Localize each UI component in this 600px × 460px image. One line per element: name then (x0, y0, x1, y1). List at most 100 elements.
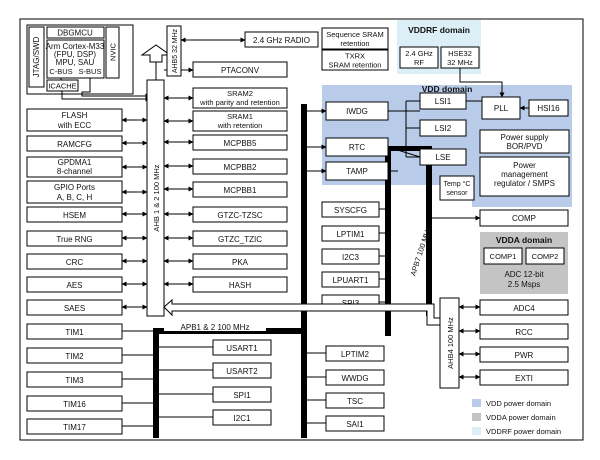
ahb4-label: AHB4 100 MHz (446, 317, 455, 369)
usart2-label: USART2 (226, 367, 258, 376)
exti-label: EXTI (515, 374, 533, 383)
nvic-box (105, 26, 120, 79)
pmr-box (479, 156, 570, 197)
tsc-label: TSC (347, 397, 363, 406)
sram2-label-1: SRAM2 (227, 89, 253, 98)
ahb5-label: AHB5 32 MHz (172, 28, 179, 73)
rcc-label: RCC (515, 328, 533, 337)
mcpbb5-label: MCPBB5 (224, 139, 257, 148)
comp2-label: COMP2 (532, 252, 559, 261)
legend-vddrf-label: VDDRF power domain (486, 427, 561, 436)
ramcfg-label: RAMCFG (57, 140, 92, 149)
adc-label-2: 2.5 Msps (508, 280, 540, 289)
adc-label-1: ADC 12-bit (504, 270, 544, 279)
hsi16-label: HSI16 (537, 104, 560, 113)
apb7-peripherals: SYSCFG LPTIM1 I2C3 LPUART1 SPI3 (321, 201, 385, 311)
sram2-label-2: with parity and retention (199, 98, 280, 107)
txrx-label-1: TXRX (345, 52, 365, 61)
wwdg-label: WWDG (341, 374, 368, 383)
comp-label: COMP (512, 214, 536, 223)
pwr-label: PWR (515, 351, 534, 360)
cbus-label: C-BUS (49, 67, 72, 76)
gpio-label-1: GPIO Ports (54, 183, 95, 192)
hse-label-2: 32 MHz (447, 58, 473, 67)
middle-ahb-peripherals: SRAM2 with parity and retention SRAM1 wi… (163, 87, 288, 293)
temp-box (439, 175, 475, 201)
txrx-box (321, 49, 389, 71)
sram1-label-1: SRAM1 (227, 112, 253, 121)
hsem-label: HSEM (63, 211, 86, 220)
icache-label: ICACHE (48, 82, 76, 91)
legend-vdda-label: VDDA power domain (486, 413, 556, 422)
seq-sram-box (321, 27, 389, 50)
legend-vdda-swatch (472, 413, 481, 421)
gpio-label-2: A, B, C, H (57, 193, 93, 202)
outer-frame (19, 18, 584, 441)
tim3-label: TIM3 (65, 376, 84, 385)
seq-sram-label-2: retention (340, 39, 369, 48)
pmr-label-1: Power (513, 161, 536, 170)
tim16-label: TIM16 (63, 400, 86, 409)
cpu-label-3: MPU, SAU (56, 58, 95, 67)
gpdma-label-2: 8-channel (57, 167, 92, 176)
ahb5-bus (166, 25, 182, 77)
rf-box (399, 46, 439, 69)
rng-label: True RNG (56, 235, 92, 244)
lse-label: LSE (435, 153, 450, 162)
pmr-label-2: management (501, 170, 548, 179)
adc4-label: ADC4 (513, 304, 535, 313)
jtag-label: JTAG/SWD (32, 36, 41, 77)
lsi2-label: LSI2 (435, 124, 452, 133)
apb12-bus-vertical (153, 328, 159, 438)
gtzc-tzsc-label: GTZC-TZSC (217, 211, 263, 220)
sbus-link (81, 78, 151, 99)
txrx-label-2: SRAM retention (329, 61, 382, 70)
apb12-bus-label-bg (164, 321, 266, 331)
psu-box (479, 129, 570, 154)
hash-label: HASH (229, 281, 251, 290)
sai1-label: SAI1 (346, 420, 364, 429)
temp-label-2: sensor (446, 190, 468, 197)
mcpbb2-label: MCPBB2 (224, 163, 257, 172)
cpu-label-1: Arm Cortex-M33 (46, 42, 105, 51)
ahb12-top-arrow (140, 44, 172, 63)
legend-vdd-swatch (472, 399, 481, 407)
spi1-label: SPI1 (233, 391, 251, 400)
legend-vdd-label: VDD power domain (486, 399, 551, 408)
tamp-label: TAMP (346, 167, 368, 176)
i2c3-label: I2C3 (342, 253, 359, 262)
apb7-bus-connector-v (385, 146, 391, 336)
sram1-label-2: with retention (217, 121, 263, 130)
ptaconv-label: PTACONV (221, 66, 260, 75)
ahb12-label: AHB 1 & 2 100 MHz (152, 164, 161, 231)
lsi1-label: LSI1 (435, 97, 452, 106)
aes-label: AES (66, 281, 82, 290)
vdd-domain-title: VDD domain (422, 84, 473, 94)
hse-label-1: HSE32 (448, 49, 472, 58)
usart1-label: USART1 (226, 344, 258, 353)
radio-label: 2.4 GHz RADIO (253, 36, 310, 45)
apb7-bus-connector (385, 146, 432, 151)
flash-label-1: FLASH (62, 111, 88, 120)
pmr-label-3: regulator / SMPS (494, 179, 555, 188)
gpdma-label-1: GPDMA1 (58, 158, 92, 167)
vddrf-domain-title: VDDRF domain (408, 25, 470, 35)
sbus-label: S-BUS (79, 67, 102, 76)
vdda-domain-title: VDDA domain (496, 235, 552, 245)
comp2-box (525, 247, 565, 265)
pll-label: PLL (494, 104, 509, 113)
legend: VDD power domain VDDA power domain VDDRF… (472, 399, 561, 436)
apb12-label: APB1 & 2 100 MHz (181, 323, 250, 332)
tim2-label: TIM2 (65, 352, 84, 361)
lptim2-label: LPTIM2 (341, 350, 370, 359)
apb12-middle-peripherals: USART1 USART2 SPI1 I2C1 (159, 339, 272, 426)
mcpbb1-label: MCPBB1 (224, 186, 257, 195)
dbgmcu-label: DBGMCU (57, 29, 93, 38)
nvic-label: NVIC (109, 42, 118, 61)
lpuart1-label: LPUART1 (333, 276, 369, 285)
psu-label-1: Power supply (500, 133, 548, 142)
saes-label: SAES (64, 304, 85, 313)
cpu-box (46, 39, 105, 79)
